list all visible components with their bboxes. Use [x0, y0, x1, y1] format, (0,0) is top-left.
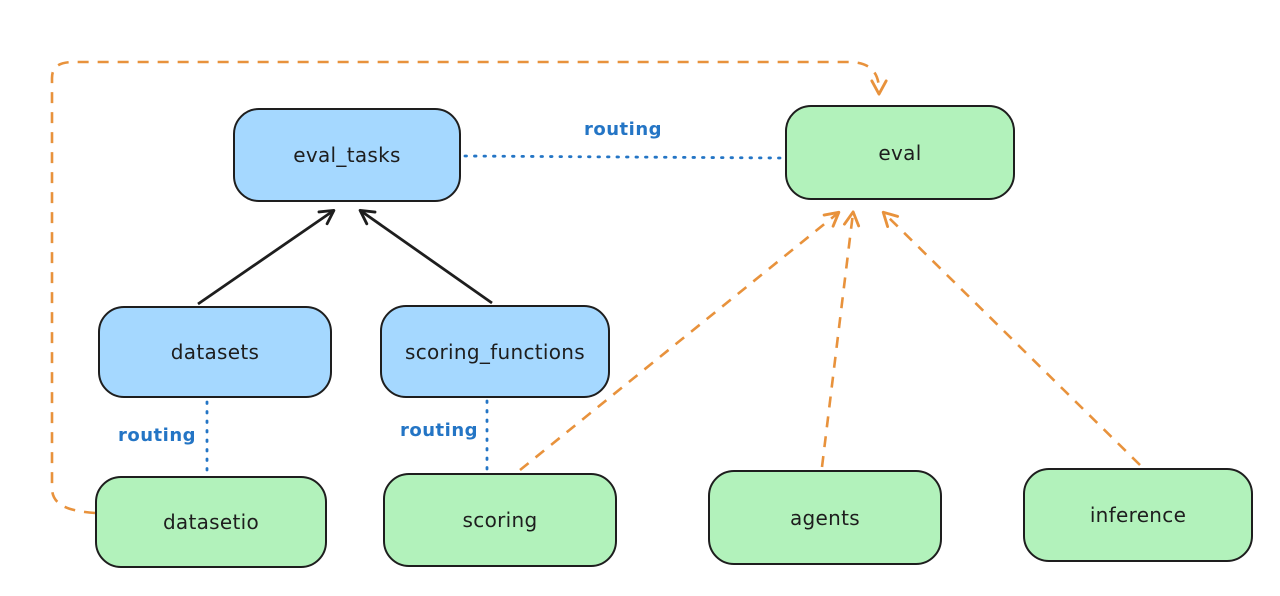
edge-datasetio-to-eval: [50, 60, 888, 515]
node-inference-label: inference: [1089, 503, 1187, 527]
edge-label-routing-eval-tasks-eval: routing: [584, 119, 663, 140]
node-eval: eval: [785, 105, 1015, 200]
edge-agents-to-eval: [820, 210, 861, 468]
node-datasetio-label: datasetio: [162, 510, 260, 534]
edge-label-routing-datasets-datasetio: routing: [118, 425, 197, 446]
node-scoring-functions: scoring_functions: [380, 305, 610, 398]
edge-scoring-functions-to-eval-tasks: [358, 208, 493, 305]
edge-inference-to-eval: [881, 210, 1141, 466]
node-eval-label: eval: [878, 140, 922, 165]
node-scoring-functions-label: scoring_functions: [404, 339, 586, 364]
node-eval-tasks: eval_tasks: [233, 108, 461, 202]
node-agents-label: agents: [790, 505, 860, 530]
node-scoring-label: scoring: [462, 508, 538, 532]
node-agents: agents: [708, 470, 942, 565]
node-scoring: scoring: [383, 473, 617, 567]
node-datasets-label: datasets: [170, 340, 260, 364]
edge-scoring-to-eval: [519, 210, 841, 472]
edge-label-routing-scoring-functions-scoring: routing: [400, 420, 479, 441]
node-eval-tasks-label: eval_tasks: [293, 143, 401, 167]
node-datasets: datasets: [98, 306, 332, 398]
node-datasetio: datasetio: [95, 476, 327, 568]
node-inference: inference: [1023, 468, 1253, 562]
edge-datasets-to-eval-tasks: [197, 208, 336, 306]
edge-eval-tasks-to-eval: [463, 154, 784, 160]
